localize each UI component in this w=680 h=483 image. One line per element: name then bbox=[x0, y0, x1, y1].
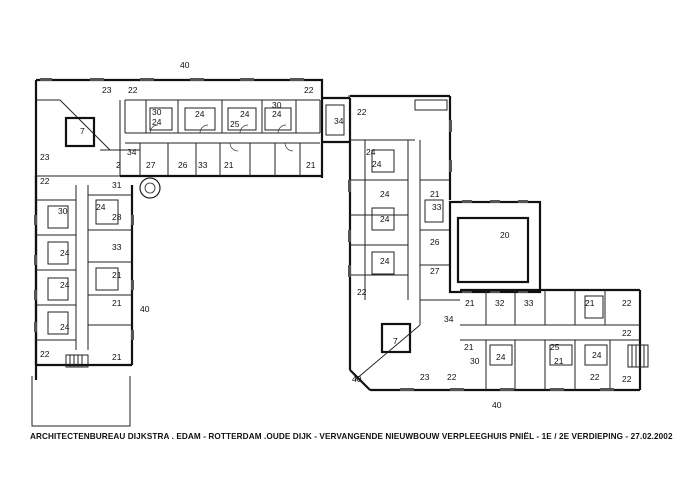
room-label: 24 bbox=[152, 117, 162, 127]
room-label: 24 bbox=[195, 109, 205, 119]
room-label: 22 bbox=[590, 372, 600, 382]
room-label: 24 bbox=[592, 350, 602, 360]
room-label: 25 bbox=[230, 119, 240, 129]
room-label: 24 bbox=[496, 352, 506, 362]
room-label: 22 bbox=[40, 176, 50, 186]
southeast-wing bbox=[348, 288, 649, 392]
room-labels: 40 23 22 30 24 24 24 22 25 7 30 34 22 34… bbox=[40, 60, 632, 410]
room-label: 22 bbox=[40, 349, 50, 359]
room-label: 28 bbox=[112, 212, 122, 222]
room-label: 24 bbox=[96, 202, 106, 212]
room-label: 33 bbox=[524, 298, 534, 308]
room-label: 24 bbox=[60, 280, 70, 290]
room-label: 23 bbox=[420, 372, 430, 382]
central-wing bbox=[322, 94, 452, 300]
room-label: 30 bbox=[152, 107, 162, 117]
room-label: 33 bbox=[198, 160, 208, 170]
room-label: 40 bbox=[492, 400, 502, 410]
room-label: 26 bbox=[430, 237, 440, 247]
northwest-corner bbox=[36, 99, 161, 199]
room-label: 22 bbox=[622, 298, 632, 308]
room-label: 30 bbox=[470, 356, 480, 366]
room-label: 21 bbox=[585, 298, 595, 308]
room-label: 21 bbox=[430, 189, 440, 199]
room-label: 33 bbox=[112, 242, 122, 252]
room-label: 32 bbox=[495, 298, 505, 308]
west-wing bbox=[31, 176, 134, 427]
room-label: 33 bbox=[432, 202, 442, 212]
room-label: 24 bbox=[366, 147, 376, 157]
room-label: 22 bbox=[304, 85, 314, 95]
room-label: 21 bbox=[306, 160, 316, 170]
room-label: 7 bbox=[393, 336, 398, 346]
room-label: 30 bbox=[272, 100, 282, 110]
room-label: 34 bbox=[127, 147, 137, 157]
room-label: 25 bbox=[550, 342, 560, 352]
room-label: 24 bbox=[60, 322, 70, 332]
room-label: 22 bbox=[622, 374, 632, 384]
room-label: 27 bbox=[430, 266, 440, 276]
room-label: 22 bbox=[622, 328, 632, 338]
drawing-caption: ARCHITECTENBUREAU DIJKSTRA . EDAM - ROTT… bbox=[30, 432, 673, 441]
room-label: 24 bbox=[272, 109, 282, 119]
courtyard bbox=[448, 200, 542, 294]
room-label: 21 bbox=[554, 356, 564, 366]
room-label: 40 bbox=[352, 374, 362, 384]
room-label: 21 bbox=[464, 342, 474, 352]
north-wing bbox=[34, 78, 324, 380]
room-label: 24 bbox=[60, 248, 70, 258]
room-label: 40 bbox=[180, 60, 190, 70]
room-label: 2 bbox=[116, 160, 121, 170]
room-label: 34 bbox=[444, 314, 454, 324]
room-label: 23 bbox=[102, 85, 112, 95]
room-label: 22 bbox=[357, 107, 367, 117]
room-label: 31 bbox=[112, 180, 122, 190]
room-label: 20 bbox=[500, 230, 510, 240]
room-label: 24 bbox=[372, 159, 382, 169]
room-label: 24 bbox=[240, 109, 250, 119]
room-label: 21 bbox=[465, 298, 475, 308]
room-label: 22 bbox=[128, 85, 138, 95]
room-label: 23 bbox=[40, 152, 50, 162]
room-label: 30 bbox=[58, 206, 68, 216]
room-label: 24 bbox=[380, 189, 390, 199]
room-label: 34 bbox=[334, 116, 344, 126]
room-label: 24 bbox=[380, 214, 390, 224]
room-label: 26 bbox=[178, 160, 188, 170]
room-label: 22 bbox=[447, 372, 457, 382]
room-label: 21 bbox=[112, 352, 122, 362]
room-label: 21 bbox=[112, 298, 122, 308]
room-label: 24 bbox=[380, 256, 390, 266]
room-label: 21 bbox=[112, 270, 122, 280]
room-label: 21 bbox=[224, 160, 234, 170]
room-label: 7 bbox=[80, 126, 85, 136]
room-label: 40 bbox=[140, 304, 150, 314]
room-label: 22 bbox=[357, 287, 367, 297]
room-label: 27 bbox=[146, 160, 156, 170]
